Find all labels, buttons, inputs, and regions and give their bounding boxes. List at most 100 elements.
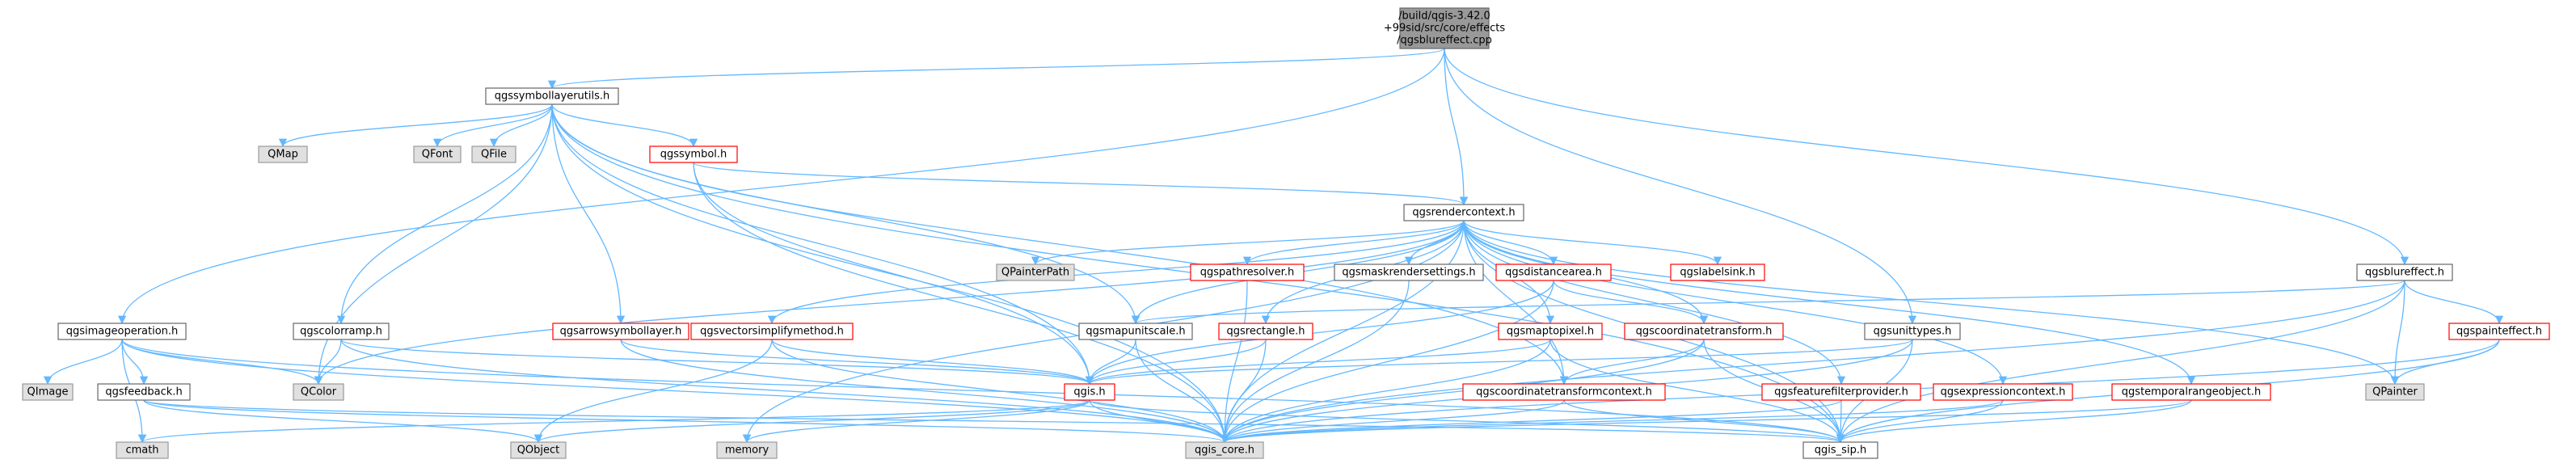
edge-qgsfeedback-to-qgis_sip [143, 399, 1845, 444]
node-box [1933, 383, 2073, 401]
node-label: qgsunittypes.h [1874, 326, 1952, 338]
node-label: qgslabelsink.h [1680, 267, 1755, 279]
node-box [690, 323, 854, 340]
node-qgis_sip[interactable]: qgis_sip.h [1802, 441, 1878, 459]
node-qgspainteffect[interactable]: qgspainteffect.h [2448, 323, 2550, 340]
edge-qgsrectangle-to-qgis [1085, 339, 1267, 386]
node-box [1064, 383, 1115, 401]
node-label: QMap [268, 149, 298, 161]
node-label: qgsfeedback.h [105, 386, 182, 398]
node-memory[interactable]: memory [716, 441, 778, 459]
node-qgsfeedback[interactable]: qgsfeedback.h [97, 383, 191, 401]
edge-root-to-qgsblureffect [1444, 48, 2409, 266]
node-qgspathresolver[interactable]: qgspathresolver.h [1190, 264, 1305, 281]
node-box [552, 323, 689, 340]
edge-qgis-to-cmath [138, 399, 1090, 444]
edge-qgssymbol-to-qgis [693, 162, 1094, 386]
node-qcolor[interactable]: QColor [293, 383, 344, 401]
node-qgsarrowsymbollayer[interactable]: qgsarrowsymbollayer.h [552, 323, 689, 340]
node-box [471, 145, 516, 163]
node-qgstemporalrangeobject[interactable]: qgstemporalrangeobject.h [2111, 383, 2271, 401]
node-box [1802, 441, 1878, 459]
edge-qgsblureffect-to-qgis_sip [1836, 280, 2405, 444]
edge-qgsimageoperation-to-qimage [43, 339, 123, 386]
node-qgscolorramp[interactable]: qgscolorramp.h [293, 323, 390, 340]
node-label: /qgsblureffect.cpp [1397, 35, 1492, 47]
node-qgssymbollayerutils[interactable]: qgssymbollayerutils.h [485, 87, 619, 105]
node-root[interactable]: /build/qgis-3.42.0+99sid/src/core/effect… [1384, 7, 1506, 49]
node-qpainterpath[interactable]: QPainterPath [996, 264, 1075, 281]
edge-qgsfeedback-to-qgis_core [143, 399, 1229, 444]
node-qfont[interactable]: QFont [413, 145, 462, 163]
node-qgsvectorsimplifymethod[interactable]: qgsvectorsimplifymethod.h [690, 323, 854, 340]
node-qpainter[interactable]: QPainter [2365, 383, 2425, 401]
node-qimage[interactable]: QImage [22, 383, 74, 401]
node-label: QPainter [2372, 386, 2418, 398]
edge-qgstemporalrangeobject-to-qgis_sip [1836, 399, 2192, 444]
node-qgsunittypes[interactable]: qgsunittypes.h [1864, 323, 1961, 340]
edge-qgsvectorsimplifymethod-to-qobject [533, 339, 773, 444]
edge-qgssymbol-to-qgis_core [693, 162, 1229, 444]
edge-qgsfeedback-to-qobject [143, 399, 543, 444]
node-box [1399, 7, 1490, 49]
node-label: cmath [125, 445, 158, 457]
node-qgsexpressioncontext[interactable]: qgsexpressioncontext.h [1933, 383, 2073, 401]
node-qobject[interactable]: QObject [510, 441, 567, 459]
node-qgsmaptopixel[interactable]: qgsmaptopixel.h [1498, 323, 1603, 340]
node-cmath[interactable]: cmath [116, 441, 169, 459]
node-qgis_core[interactable]: qgis_core.h [1185, 441, 1264, 459]
edge-qgsblureffect-to-qpainter [2390, 280, 2405, 386]
node-qmap[interactable]: QMap [258, 145, 308, 163]
node-label: qgsmaskrendersettings.h [1342, 267, 1475, 279]
node-label: QFile [481, 149, 507, 161]
dependency-nodes: /build/qgis-3.42.0+99sid/src/core/effect… [22, 7, 2550, 459]
node-label: qgis_core.h [1195, 445, 1254, 457]
node-label: /build/qgis-3.42.0 [1398, 11, 1490, 23]
edge-qgsfeaturefilterprovider-to-qgis_core [1221, 399, 1842, 444]
node-label: qgssymbollayerutils.h [495, 91, 610, 103]
node-box [1334, 264, 1484, 281]
node-qgsblureffect[interactable]: qgsblureffect.h [2356, 264, 2453, 281]
node-label: qgis.h [1073, 386, 1105, 398]
edge-qgscolorramp-to-qgis [340, 339, 1094, 386]
node-qgsdistancearea[interactable]: qgsdistancearea.h [1495, 264, 1612, 281]
edge-qgsimageoperation-to-qgis_sip [121, 339, 1845, 444]
edge-qgscoordinatetransformcontext-to-qgis_core [1220, 399, 1565, 444]
edge-qgsrendercontext-to-qcolor [314, 220, 1465, 386]
node-label: qgsrectangle.h [1226, 326, 1305, 338]
edge-qgsexpressioncontext-to-qgis_core [1221, 399, 2004, 444]
node-qgsmaskrendersettings[interactable]: qgsmaskrendersettings.h [1334, 264, 1484, 281]
edge-root-to-qgsimageoperation [117, 48, 1445, 325]
edge-qgspathresolver-to-qgis_core [1220, 280, 1248, 444]
node-label: qgspainteffect.h [2456, 326, 2542, 338]
node-label: qgsfeaturefilterprovider.h [1774, 386, 1908, 398]
node-qgsmapunitscale[interactable]: qgsmapunitscale.h [1078, 323, 1193, 340]
node-qgslabelsink[interactable]: qgslabelsink.h [1670, 264, 1765, 281]
node-box [1624, 323, 1784, 340]
node-qgscoordinatetransform[interactable]: qgscoordinatetransform.h [1624, 323, 1784, 340]
node-qgsrectangle[interactable]: qgsrectangle.h [1218, 323, 1313, 340]
edge-root-to-qgssymbollayerutils [548, 48, 1445, 90]
node-qgsrendercontext[interactable]: qgsrendercontext.h [1403, 204, 1524, 221]
edge-qgssymbollayerutils-to-qgis_core [551, 103, 1229, 444]
node-box [1190, 264, 1305, 281]
edge-qgstemporalrangeobject-to-qgis_core [1221, 399, 2192, 444]
node-box [1185, 441, 1264, 459]
edge-qgsrendercontext-to-qgstemporalrangeobject [1463, 220, 2196, 386]
node-label: qgscolorramp.h [300, 326, 382, 338]
edge-qgsdistancearea-to-qgis_core [1220, 280, 1554, 444]
node-box [57, 323, 187, 340]
node-label: qgsrendercontext.h [1412, 207, 1515, 219]
node-qgscoordinatetransformcontext[interactable]: qgscoordinatetransformcontext.h [1462, 383, 1666, 401]
node-qfile[interactable]: QFile [471, 145, 516, 163]
node-qgsimageoperation[interactable]: qgsimageoperation.h [57, 323, 187, 340]
node-box [2111, 383, 2271, 401]
node-qgsfeaturefilterprovider[interactable]: qgsfeaturefilterprovider.h [1761, 383, 1921, 401]
node-box [1495, 264, 1612, 281]
node-qgis[interactable]: qgis.h [1064, 383, 1115, 401]
node-qgssymbol[interactable]: qgssymbol.h [649, 145, 738, 163]
node-box [2356, 264, 2453, 281]
edge-qgsblureffect-to-qgis_core [1220, 280, 2405, 444]
node-box [1864, 323, 1961, 340]
edge-qgsrectangle-to-qgis_core [1220, 339, 1267, 444]
